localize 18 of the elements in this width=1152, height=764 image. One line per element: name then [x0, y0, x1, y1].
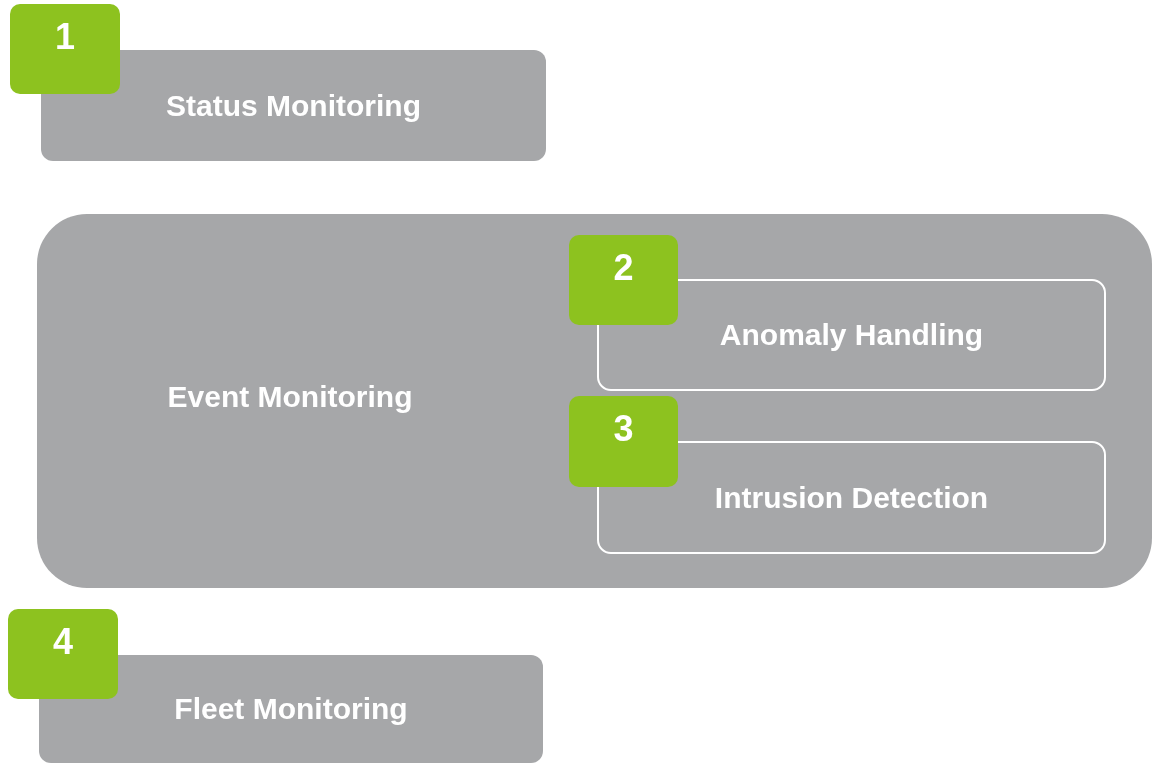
- box-label: Status Monitoring: [166, 87, 421, 124]
- box-label: Intrusion Detection: [714, 479, 989, 516]
- process-box: [39, 655, 543, 763]
- step-number: 2: [613, 246, 634, 290]
- number-badge: [8, 609, 118, 699]
- number-badge: [569, 396, 678, 487]
- box-label: Fleet Monitoring: [174, 691, 408, 728]
- step-number: 3: [613, 407, 634, 451]
- number-badge: [10, 4, 120, 94]
- process-box: [597, 279, 1106, 391]
- group-panel: [37, 214, 1152, 588]
- process-box: [41, 50, 546, 161]
- box-label: Anomaly Handling: [719, 317, 984, 354]
- box-label: Event Monitoring: [166, 379, 414, 415]
- number-badge: [569, 235, 678, 325]
- step-number: 1: [55, 15, 75, 59]
- step-number: 4: [53, 620, 73, 664]
- process-box: [597, 441, 1106, 554]
